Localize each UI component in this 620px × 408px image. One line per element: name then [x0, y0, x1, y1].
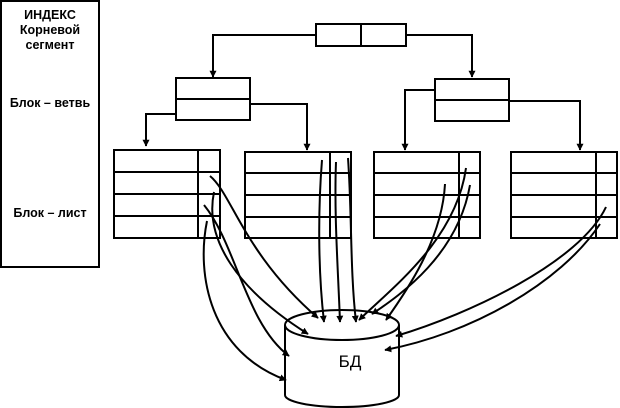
root-to-branch-left-arrow: [209, 34, 316, 78]
leaf-to-db-arrows: [202, 157, 607, 382]
branch-right-to-leaf3-arrow: [401, 89, 435, 151]
leaf-node-2: [244, 151, 352, 239]
root-node: [315, 23, 407, 47]
branch-node-right: [434, 78, 510, 122]
branch-block-label: Блок – ветвь: [9, 96, 91, 110]
leaf-node-4: [510, 151, 618, 239]
branch-node-left: [175, 77, 251, 121]
index-title: ИНДЕКС: [24, 8, 76, 22]
branch-left-to-leaf1-arrow: [142, 113, 176, 147]
root-to-branch-right-arrow: [406, 34, 476, 78]
index-level-panel: ИНДЕКС Корневой сегмент Блок – ветвь Бло…: [0, 0, 100, 268]
database-label: БД: [338, 352, 362, 371]
leaf-block-label: Блок – лист: [13, 206, 87, 220]
root-segment-label: Корневой сегмент: [19, 23, 81, 52]
branch-right-to-leaf4-arrow: [509, 100, 584, 151]
leaf-node-1: [113, 149, 221, 239]
leaf-node-3: [373, 151, 481, 239]
branch-left-to-leaf2-arrow: [250, 103, 311, 151]
